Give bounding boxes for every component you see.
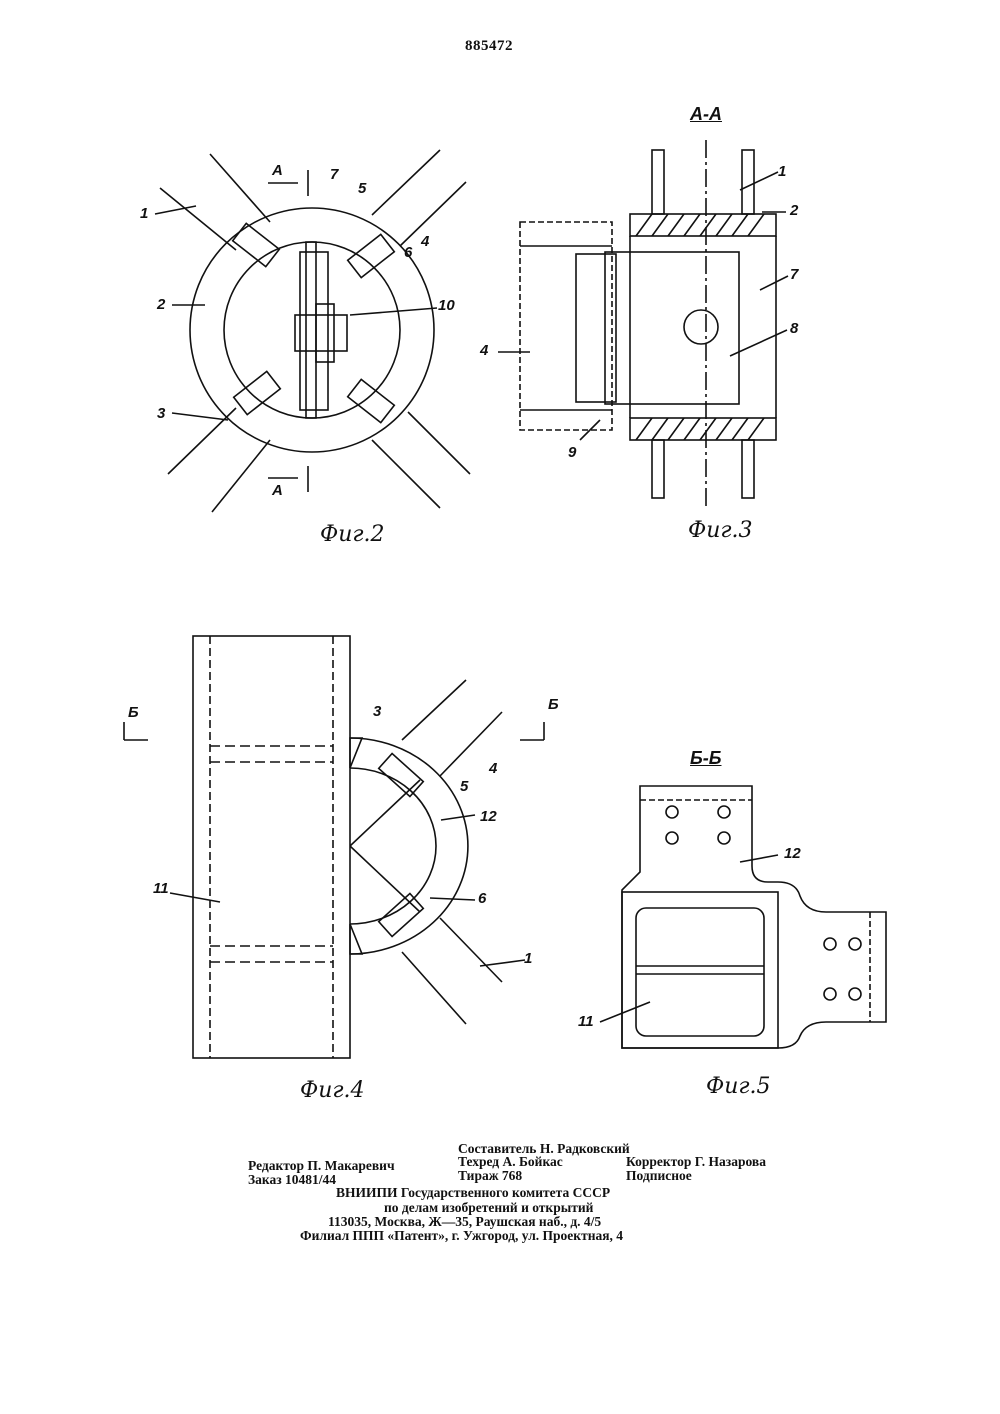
imprint-branch: Филиал ППП «Патент», г. Ужгород, ул. Про… (300, 1227, 623, 1244)
fig5-section-title: Б-Б (690, 748, 721, 769)
imprint-subscription: Подписное (626, 1167, 692, 1184)
fig5-caption: Фиг.5 (706, 1074, 771, 1099)
imprint-order: Заказ 10481/44 (248, 1171, 336, 1188)
fig5-callout-12: 12 (784, 845, 801, 862)
imprint-circulation: Тираж 768 (458, 1167, 522, 1184)
fig5-column-section (622, 892, 778, 1048)
fig5-gusset-outline (622, 786, 886, 1048)
fig5-callout-11: 11 (578, 1013, 594, 1030)
